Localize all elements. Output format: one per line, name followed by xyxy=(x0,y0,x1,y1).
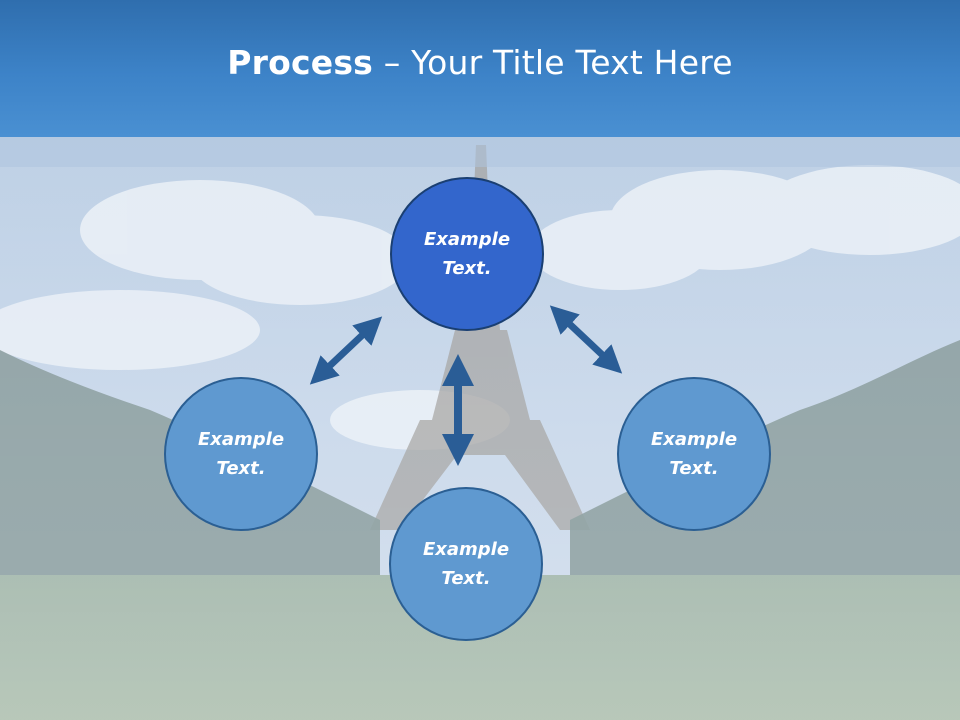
header-band xyxy=(0,137,960,167)
slide-title: Process – Your Title Text Here xyxy=(227,43,733,82)
node-label: Example Text. xyxy=(423,229,511,279)
node-label: Example Text. xyxy=(197,429,285,479)
title-bold: Process xyxy=(227,43,374,82)
process-node-right: Example Text. xyxy=(617,377,771,531)
node-label: Example Text. xyxy=(650,429,738,479)
arrow-left-top-icon xyxy=(309,316,383,385)
arrow-right-top-icon xyxy=(549,305,623,374)
title-bar: Process – Your Title Text Here xyxy=(0,0,960,137)
node-label: Example Text. xyxy=(422,539,510,589)
title-rest: – Your Title Text Here xyxy=(373,43,733,82)
process-node-bottom: Example Text. xyxy=(389,487,543,641)
process-node-top: Example Text. xyxy=(390,177,544,331)
process-node-left: Example Text. xyxy=(164,377,318,531)
